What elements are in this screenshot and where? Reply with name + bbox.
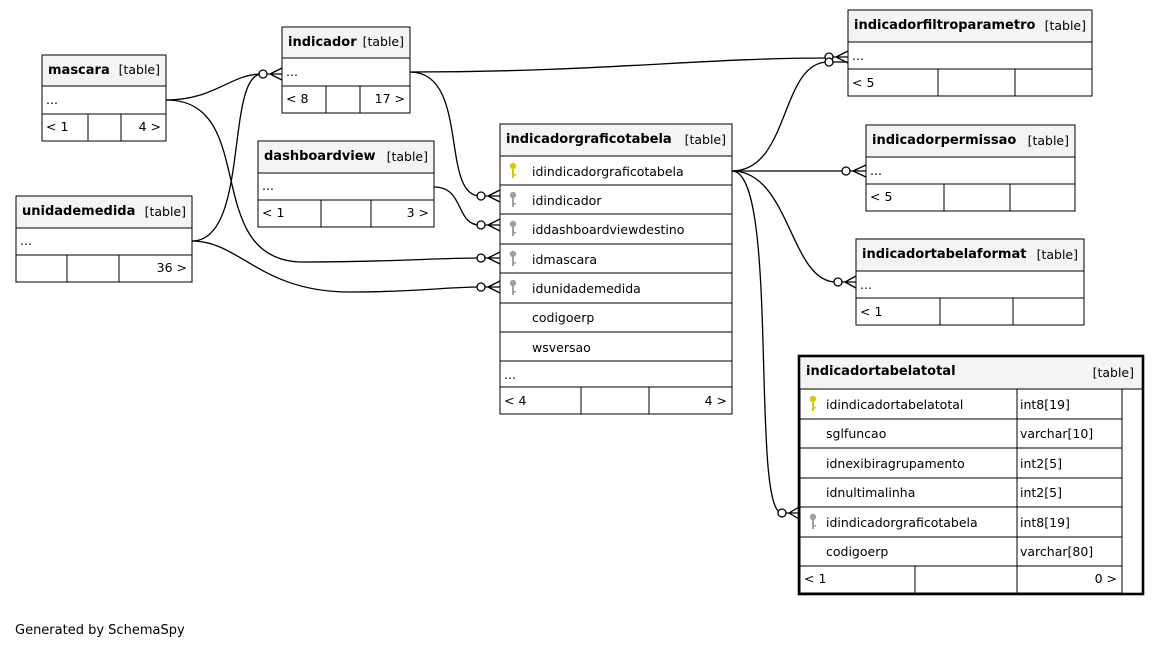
column-type: int2[5] — [1020, 485, 1062, 500]
parents-count[interactable]: < 1 — [262, 205, 284, 220]
edge-dashboardview-graficotabela — [433, 186, 481, 226]
table-name: indicadorfiltroparametro — [854, 18, 1035, 33]
column-name: codigoerp — [532, 310, 594, 325]
column-type: int8[19] — [1020, 515, 1070, 530]
parents-count[interactable]: < 1 — [860, 304, 882, 319]
edge-unidademedida-indicador — [191, 73, 263, 242]
table-mascara[interactable]: mascara [table] ... < 1 4 > — [41, 54, 167, 142]
children-count[interactable]: 3 > — [407, 205, 429, 220]
crowfoot-tabelaformat — [833, 275, 857, 289]
table-name: indicadortabelatotal — [806, 364, 956, 379]
crowfoot-indicador — [258, 67, 283, 81]
edge-graficotabela-filtroparametro — [731, 61, 829, 172]
table-indicadortabelatotal[interactable]: indicadortabelatotal [table] idindicador… — [797, 354, 1145, 596]
column-name: idindicadortabelatotal — [826, 397, 963, 412]
parents-count[interactable]: < 8 — [286, 91, 308, 106]
table-name: unidademedida — [22, 204, 135, 219]
column-type: varchar[80] — [1020, 544, 1093, 559]
table-name: indicador — [288, 35, 357, 50]
table-indicadorfiltroparametro[interactable]: indicadorfiltroparametro [table] ... < 5 — [847, 9, 1093, 97]
row-more: ... — [860, 277, 872, 292]
table-indicadorgraficotabela[interactable]: indicadorgraficotabela [table] idindicad… — [499, 123, 733, 415]
row-more: ... — [46, 92, 58, 107]
edge-mascara-indicador — [165, 73, 263, 101]
edge-graficotabela-tabelatotal — [731, 170, 783, 514]
table-name: indicadorgraficotabela — [506, 132, 672, 147]
crowfoot-idindicador — [476, 189, 501, 203]
crowfoot-idmascara — [476, 251, 501, 265]
row-more: ... — [262, 178, 274, 193]
table-kind: [table] — [145, 204, 186, 219]
generated-by-footer: Generated by SchemaSpy — [15, 623, 185, 638]
column-name: iddashboardviewdestino — [532, 222, 684, 237]
parents-count[interactable]: < 5 — [870, 189, 892, 204]
table-kind: [table] — [363, 34, 404, 49]
crowfoot-filtroparametro-b — [824, 57, 848, 67]
row-more: ... — [870, 163, 882, 178]
table-kind: [table] — [1045, 18, 1086, 33]
column-name: idunidademedida — [532, 281, 641, 296]
table-indicadortabelaformat[interactable]: indicadortabelaformat [table] ... < 1 — [855, 238, 1085, 326]
column-name: idmascara — [532, 252, 597, 267]
column-type: varchar[10] — [1020, 426, 1093, 441]
foreign-key-icon — [809, 513, 817, 529]
column-type: int8[19] — [1020, 397, 1070, 412]
table-name: indicadorpermissao — [872, 133, 1016, 148]
edge-unidademedida-graficotabela — [191, 240, 481, 293]
table-name: mascara — [48, 63, 110, 78]
column-name: wsversao — [532, 340, 591, 355]
children-count[interactable]: 4 > — [139, 119, 161, 134]
edge-graficotabela-tabelaformat — [731, 170, 837, 283]
parents-count[interactable]: < 4 — [504, 393, 526, 408]
table-name: dashboardview — [264, 149, 376, 164]
row-more: ... — [20, 233, 32, 248]
children-count[interactable]: 4 > — [705, 393, 727, 408]
column-name: idindicadorgraficotabela — [532, 164, 684, 179]
relationships — [165, 57, 846, 514]
table-kind: [table] — [685, 132, 726, 147]
table-name: indicadortabelaformat — [862, 247, 1026, 262]
crowfoot-idunidademedida — [476, 280, 501, 294]
row-more: ... — [852, 48, 864, 63]
primary-key-icon — [809, 395, 817, 411]
table-kind: [table] — [1093, 365, 1134, 380]
crowfoot-iddashboardviewdestino — [476, 218, 501, 232]
column-name: sglfuncao — [826, 426, 886, 441]
crowfoot-tabelatotal — [777, 506, 800, 520]
parents-count[interactable]: < 1 — [46, 119, 68, 134]
table-kind: [table] — [1037, 247, 1078, 262]
row-more: ... — [504, 367, 516, 382]
column-name: idindicadorgraficotabela — [826, 515, 978, 530]
table-kind: [table] — [119, 62, 160, 77]
parents-count[interactable]: < 1 — [804, 571, 826, 586]
children-count[interactable]: 36 > — [157, 260, 187, 275]
column-type: int2[5] — [1020, 456, 1062, 471]
crowfoot-permissao — [841, 164, 867, 178]
table-unidademedida[interactable]: unidademedida [table] ... 36 > — [15, 195, 193, 283]
column-name: idnultimalinha — [826, 485, 915, 500]
column-name: codigoerp — [826, 544, 888, 559]
table-indicador[interactable]: indicador [table] ... < 8 17 > — [281, 26, 411, 114]
table-dashboardview[interactable]: dashboardview [table] ... < 1 3 > — [257, 140, 435, 228]
children-count[interactable]: 17 > — [375, 91, 405, 106]
edge-indicador-filtroparametro — [409, 57, 829, 73]
edge-indicador-graficotabela — [409, 71, 481, 197]
children-count[interactable]: 0 > — [1095, 571, 1117, 586]
edge-mascara-graficotabela — [165, 99, 481, 263]
column-name: idindicador — [532, 193, 602, 208]
table-kind: [table] — [387, 149, 428, 164]
table-indicadorpermissao[interactable]: indicadorpermissao [table] ... < 5 — [865, 124, 1076, 212]
parents-count[interactable]: < 5 — [852, 75, 874, 90]
table-kind: [table] — [1028, 133, 1069, 148]
column-name: idnexibiragrupamento — [826, 456, 965, 471]
row-more: ... — [286, 64, 298, 79]
